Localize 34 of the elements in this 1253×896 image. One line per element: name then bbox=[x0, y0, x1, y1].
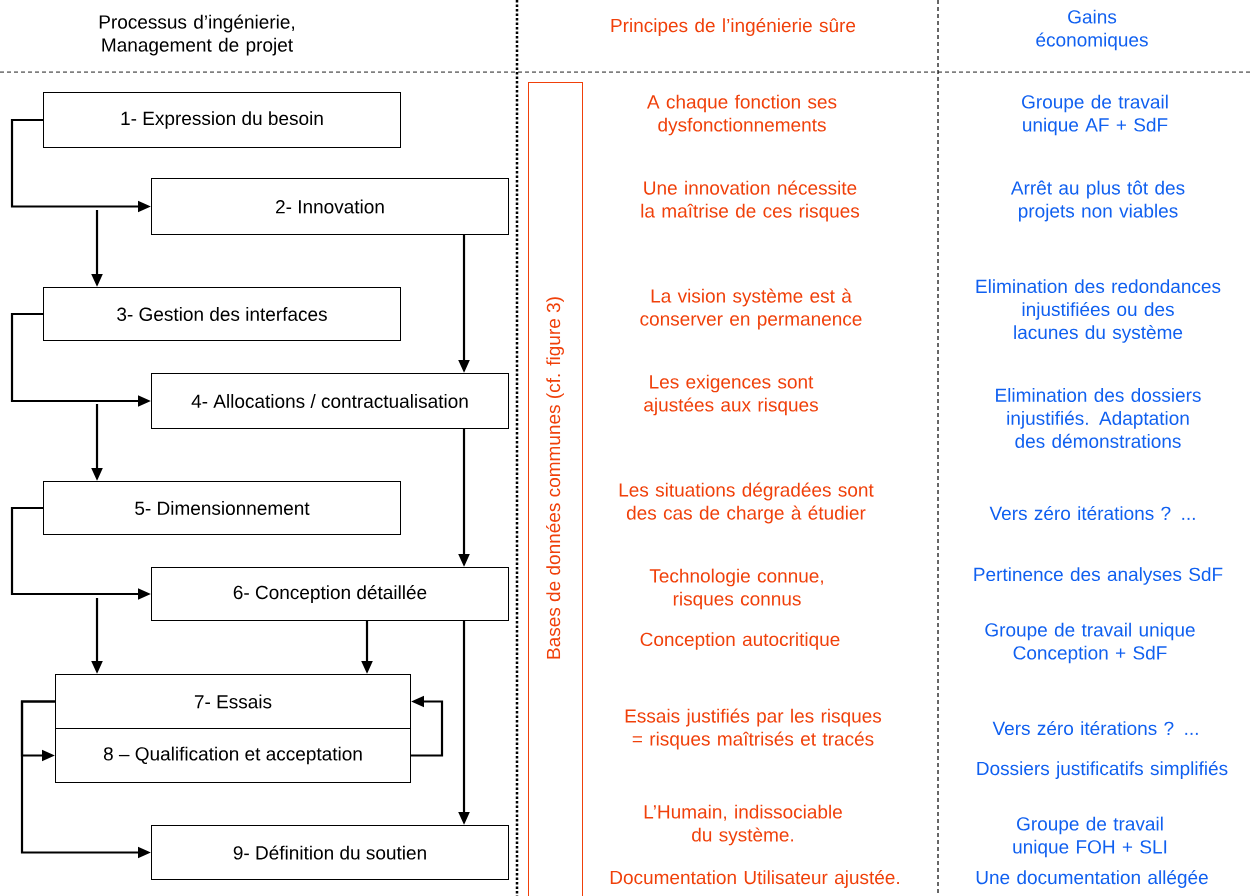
database-bar: Bases de données communes (cf. figure 3) bbox=[528, 82, 583, 896]
process-box: 7- Essais bbox=[55, 674, 411, 729]
gain-text: Groupe de travail unique FOH + SLI bbox=[1013, 816, 1167, 858]
process-box: 9- Définition du soutien bbox=[151, 825, 509, 880]
column-heading: Gains économiques bbox=[1036, 9, 1148, 51]
principle-text: Technologie connue, risques connus bbox=[649, 568, 823, 610]
principle-text: Les exigences sont ajustées aux risques bbox=[644, 374, 818, 416]
principle-text: Les situations dégradées sont des cas de charge à étudier bbox=[619, 482, 874, 524]
gain-text: Une documentation allégée bbox=[976, 870, 1208, 888]
process-box: 1- Expression du besoin bbox=[43, 92, 401, 148]
process-box: 2- Innovation bbox=[151, 178, 509, 235]
gain-text: Elimination des dossiers injustifiés. Adaptation des démonstrations bbox=[996, 388, 1201, 448]
process-box: 5- Dimensionnement bbox=[43, 481, 401, 535]
gain-text: Groupe de travail unique AF + SdF bbox=[1022, 94, 1168, 136]
gain-text: Vers zéro itérations ? ... bbox=[992, 720, 1198, 736]
gain-text: Vers zéro itérations ? ... bbox=[989, 505, 1195, 521]
gain-text: Elimination des redondances injustifiées ou des lacunes du système bbox=[976, 279, 1221, 343]
process-box: 6- Conception détaillée bbox=[151, 567, 509, 621]
column-heading: Processus d’ingénierie, Management de projet bbox=[99, 14, 294, 56]
principle-text: Essais justifiés par les risques = risques maîtrisés et tracés bbox=[625, 708, 882, 750]
process-box: 3- Gestion des interfaces bbox=[43, 287, 401, 341]
principle-text: Une innovation nécessite la maîtrise de ces risques bbox=[641, 180, 860, 222]
principle-text: L’Humain, indissociable du système. bbox=[644, 804, 842, 846]
principle-text: Conception autocritique bbox=[640, 632, 840, 650]
process-box: 8 – Qualification et acceptation bbox=[55, 728, 411, 783]
column-heading: Principes de l’ingénierie sûre bbox=[611, 18, 856, 36]
gain-text: Groupe de travail unique Conception + SdF bbox=[985, 622, 1195, 664]
gain-text: Dossiers justificatifs simplifiés bbox=[977, 761, 1228, 779]
gain-text: Pertinence des analyses SdF bbox=[974, 567, 1223, 585]
principle-text: Documentation Utilisateur ajustée. bbox=[610, 870, 899, 888]
principle-text: La vision système est à conserver en permanence bbox=[640, 288, 862, 330]
gain-text: Arrêt au plus tôt des projets non viables bbox=[1010, 180, 1185, 222]
principle-text: A chaque fonction ses dysfonctionnements bbox=[647, 94, 837, 136]
process-box: 4- Allocations / contractualisation bbox=[151, 373, 509, 429]
